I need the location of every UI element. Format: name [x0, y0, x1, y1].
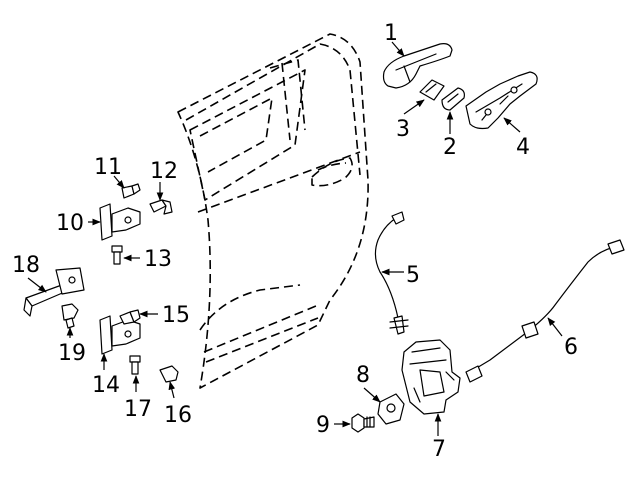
callout-11: 11 — [94, 155, 122, 180]
striker-plate — [377, 393, 405, 425]
callout-4: 4 — [516, 135, 530, 160]
callout-14: 14 — [92, 373, 120, 398]
bolt-12 — [149, 199, 173, 215]
callout-9: 9 — [316, 413, 330, 438]
striker-bolt — [351, 413, 375, 433]
upper-hinge — [99, 203, 141, 241]
handle-frame — [465, 71, 538, 130]
leader-lines — [27, 41, 563, 436]
rear-door-outline — [177, 33, 369, 389]
door-check — [23, 267, 85, 317]
callout-6: 6 — [564, 335, 578, 360]
bolt-15 — [119, 309, 141, 325]
bolt-17 — [129, 355, 141, 375]
callout-19: 19 — [58, 341, 86, 366]
callout-13: 13 — [144, 247, 172, 272]
bolt-11 — [121, 183, 141, 199]
callout-5: 5 — [406, 263, 420, 288]
callout-10: 10 — [56, 211, 84, 236]
callout-labels: 1 2 3 4 5 6 7 8 9 10 11 12 13 14 15 16 1… — [12, 21, 578, 462]
callout-12: 12 — [150, 159, 178, 184]
callout-1: 1 — [384, 21, 398, 46]
callout-17: 17 — [124, 397, 152, 422]
callout-7: 7 — [432, 437, 446, 462]
bolt-13 — [111, 245, 123, 265]
outside-handle — [382, 43, 453, 89]
callout-3: 3 — [396, 117, 410, 142]
callout-2: 2 — [443, 135, 457, 160]
lock-cable-outer — [465, 239, 625, 383]
callout-15: 15 — [162, 303, 190, 328]
bolt-19 — [61, 303, 79, 329]
bolt-16 — [159, 365, 179, 383]
callout-8: 8 — [356, 363, 370, 388]
door-latch — [401, 339, 461, 415]
handle-gasket — [441, 87, 465, 111]
callout-16: 16 — [164, 403, 192, 428]
handle-cover — [419, 79, 445, 101]
callout-18: 18 — [12, 253, 40, 278]
lock-cable-inner — [374, 211, 409, 335]
